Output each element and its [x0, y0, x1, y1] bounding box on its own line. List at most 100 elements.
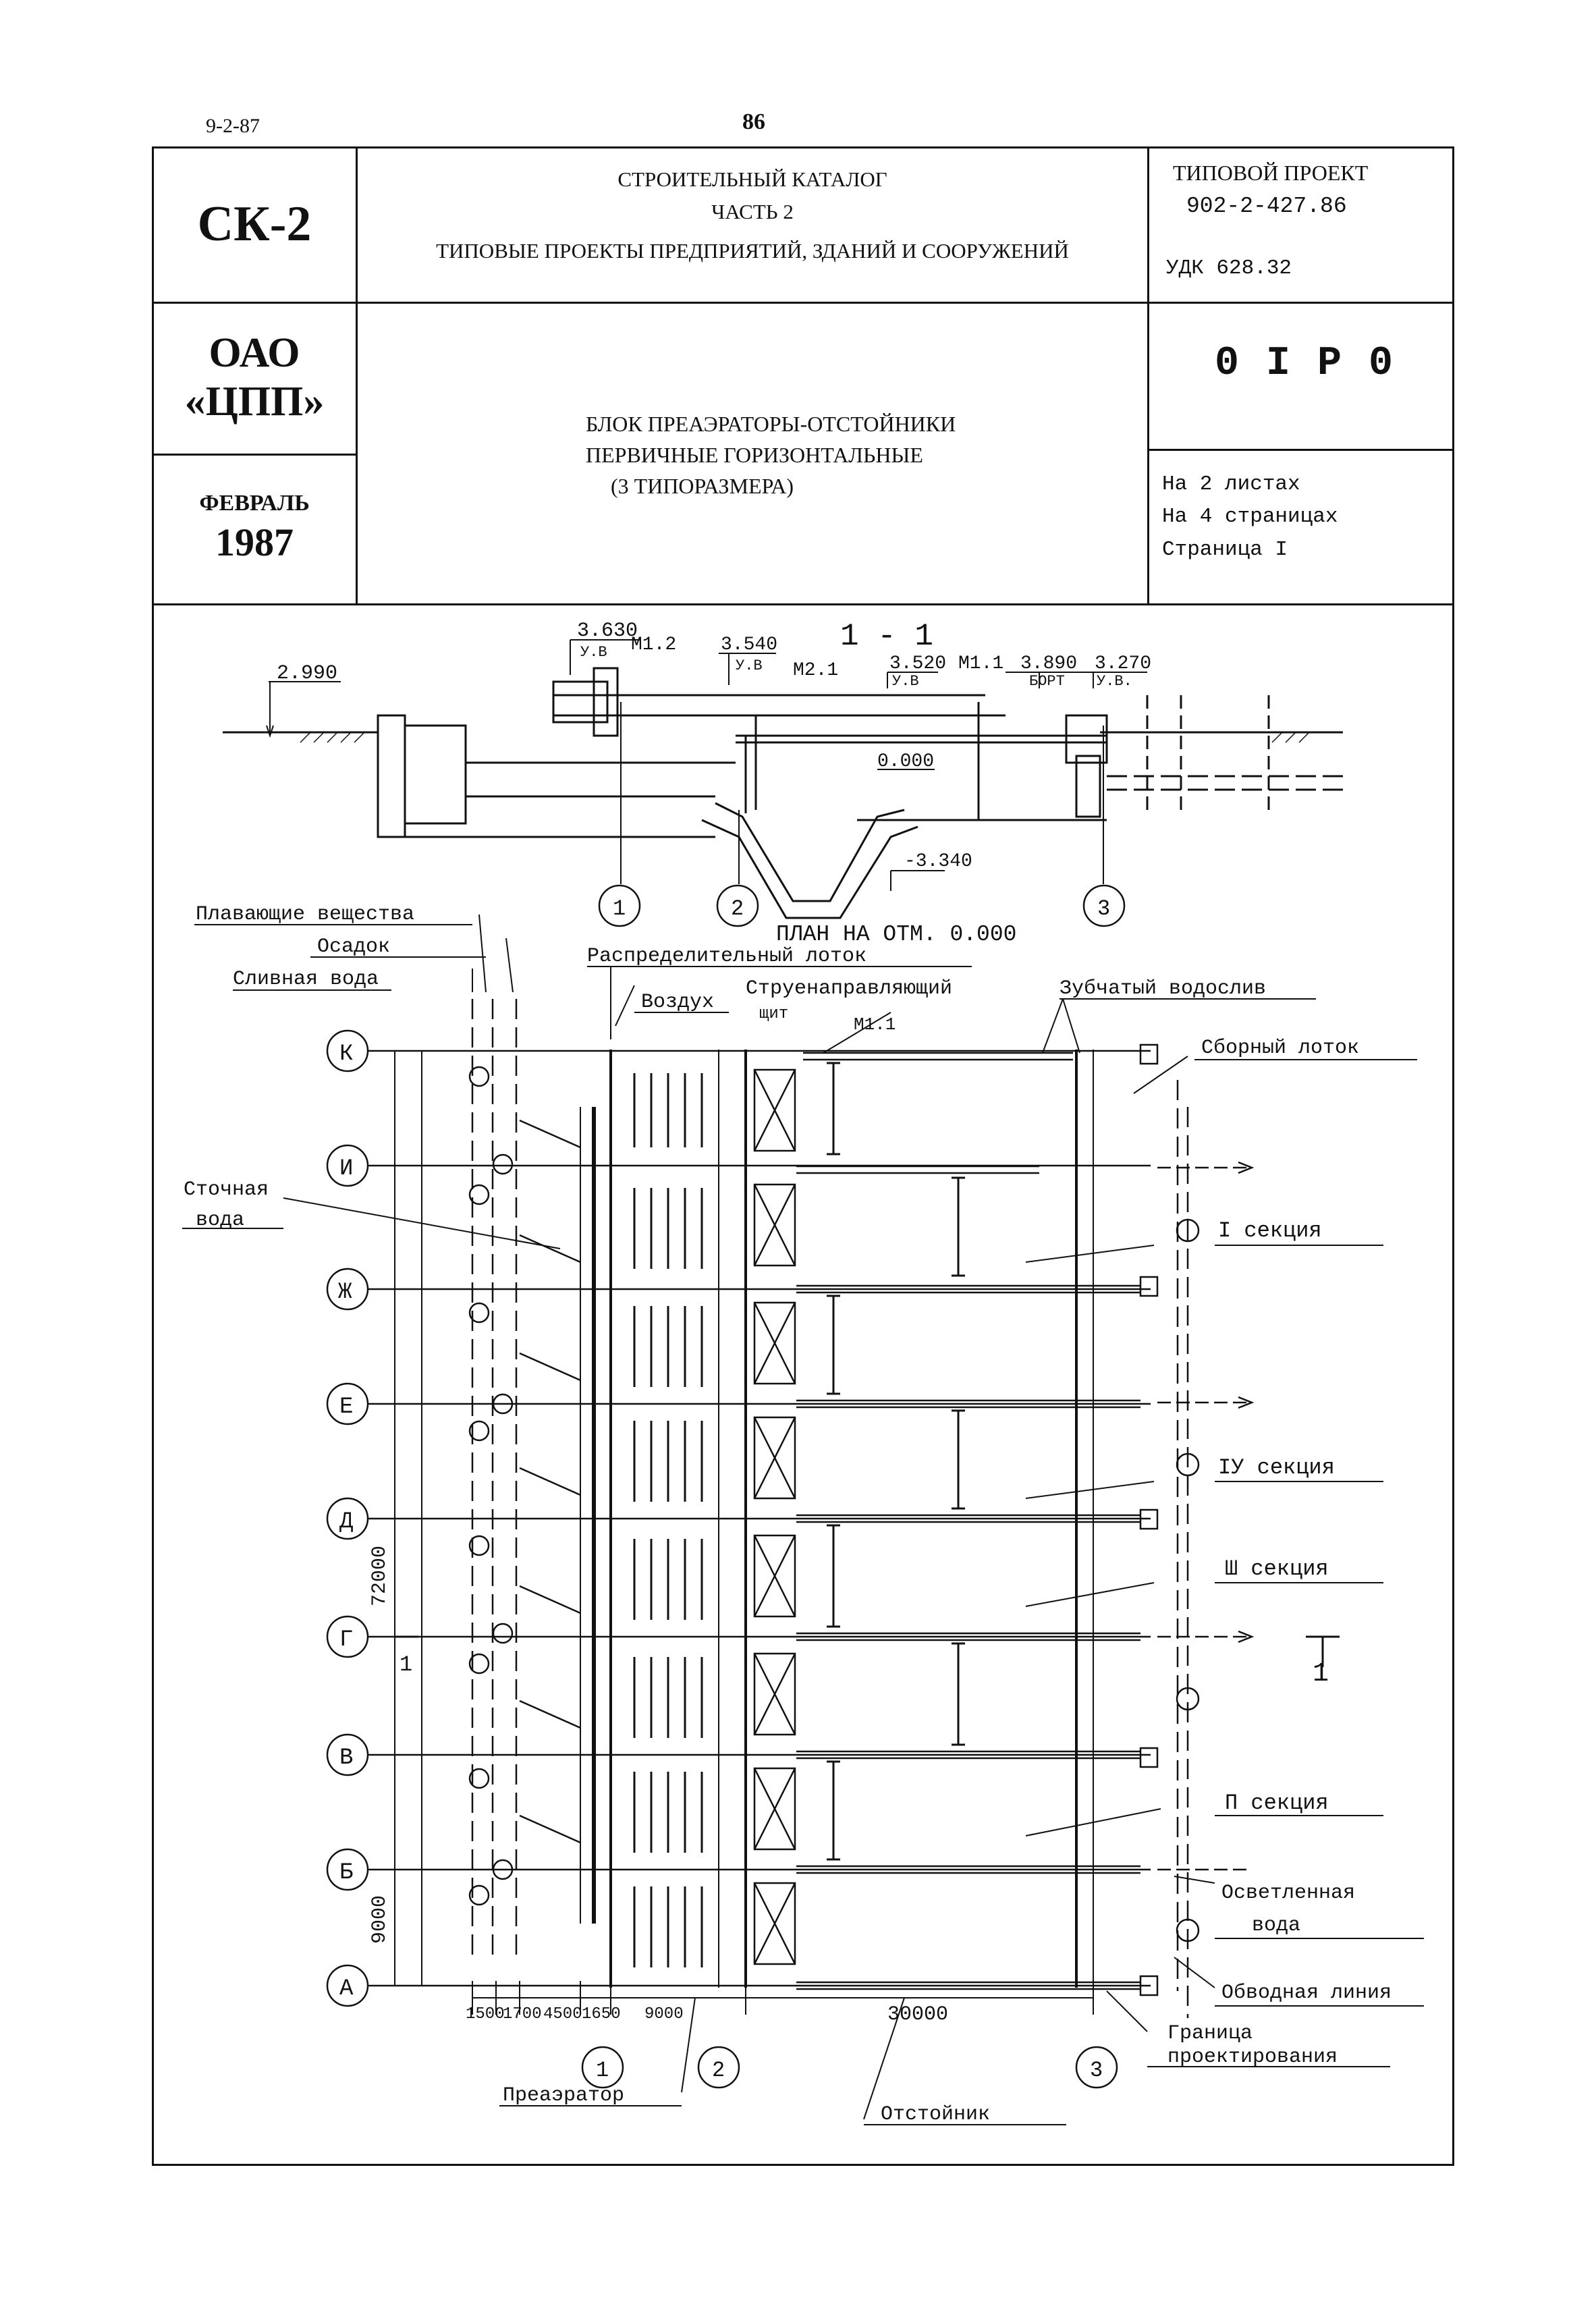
label-clarified-water: Осветленная [1221, 1882, 1355, 1905]
title-block-hline [152, 454, 356, 456]
equipment-mark: М1.1 [854, 1014, 896, 1035]
date-month: ФЕВРАЛЬ [199, 491, 310, 516]
section-mark: 1 [400, 1652, 412, 1677]
callout-number: 2 [731, 896, 744, 921]
title-block-hline [152, 603, 1454, 605]
org-name-line1: ОАО [209, 330, 300, 376]
section-mark: 1 [1313, 1659, 1329, 1689]
elevation-note: У.В. [1097, 673, 1132, 690]
label-guide-shield: щит [759, 1005, 788, 1023]
plan-title: ПЛАН НА ОТМ. 0.000 [776, 922, 1016, 947]
axis-bubble [326, 1848, 369, 1891]
axis-label: Д [339, 1509, 353, 1535]
callout-number: 3 [1097, 896, 1110, 921]
elevation-label: 3.270 [1095, 653, 1151, 674]
callout-number: 3 [1090, 2058, 1103, 2083]
dimension-label: 30000 [887, 2003, 948, 2026]
label-bypass: Обводная линия [1221, 1982, 1392, 2005]
label-section-3: Ш секция [1225, 1556, 1329, 1581]
title-block-hline [1147, 449, 1454, 451]
catalog-title-line1: СТРОИТЕЛЬНЫЙ КАТАЛОГ [617, 167, 887, 191]
callout-1 [598, 884, 641, 927]
elevation-note: У.В [736, 657, 763, 674]
elevation-note: У.В [580, 644, 607, 661]
axis-bubble [326, 1268, 369, 1311]
block-title-line3: (3 ТИПОРАЗМЕРА) [611, 474, 794, 498]
label-clarified-water: вода [1252, 1914, 1300, 1937]
callout-2 [697, 2046, 740, 2089]
axis-label: В [339, 1745, 353, 1771]
axis-bubble [326, 1964, 369, 2007]
axis-label: Г [339, 1627, 353, 1653]
callout-2 [716, 884, 759, 927]
axis-label: И [339, 1156, 353, 1182]
label-waste-water: Сточная [184, 1178, 269, 1201]
catalog-title-line3: ТИПОВЫЕ ПРОЕКТЫ ПРЕДПРИЯТИЙ, ЗДАНИЙ И СО… [436, 239, 1069, 263]
page-number: 86 [742, 109, 765, 134]
label-boundary: Граница [1167, 2022, 1253, 2045]
equipment-mark: М1.2 [631, 634, 676, 655]
title-block-vline [1147, 146, 1149, 604]
plan-view [283, 914, 1340, 2120]
axis-bubble [326, 1615, 369, 1658]
axis-label: А [339, 1976, 354, 2002]
elevation-label: 3.890 [1020, 653, 1077, 674]
axis-bubble [326, 1382, 369, 1425]
elevation-label: 3.520 [889, 653, 946, 674]
block-title-line1: БЛОК ПРЕАЭРАТОРЫ-ОТСТОЙНИКИ [586, 412, 956, 436]
axis-bubble [326, 1497, 369, 1540]
elevation-label: -3.340 [904, 851, 972, 872]
label-distribution-tray: Распределительный лоток [587, 945, 866, 968]
elevation-note: У.В [892, 673, 919, 690]
dimension-label: 1500 [466, 2005, 505, 2023]
elevation-label: 0.000 [877, 751, 934, 772]
callout-number: 2 [712, 2058, 725, 2083]
axis-label: Б [339, 1860, 353, 1886]
dimension-label: 9000 [368, 1895, 391, 1944]
label-settler: Отстойник [881, 2103, 990, 2126]
udk-code: УДК 628.32 [1166, 256, 1292, 280]
callout-1 [581, 2046, 624, 2089]
org-name-line2: «ЦПП» [184, 379, 325, 425]
elevation-label: 3.630 [577, 620, 638, 643]
dimension-label: 1650 [582, 2005, 621, 2023]
section-title: 1 - 1 [840, 619, 933, 654]
axis-label: К [339, 1041, 353, 1067]
axis-bubble [326, 1029, 369, 1072]
page-label: Страница I [1162, 538, 1288, 562]
sheet-count: На 2 листах [1162, 472, 1300, 496]
elevation-note: БОРТ [1029, 673, 1065, 690]
axis-bubble [326, 1144, 369, 1187]
label-drain-water: Сливная вода [233, 968, 379, 991]
date-year: 1987 [215, 520, 294, 564]
label-sediment: Осадок [317, 935, 390, 958]
axis-bubble [326, 1733, 369, 1776]
callout-3 [1082, 884, 1126, 927]
label-waste-water: вода [196, 1209, 244, 1232]
axis-label: Ж [338, 1280, 352, 1305]
project-number: 902-2-427.86 [1186, 194, 1347, 219]
sheet-frame [152, 146, 1454, 2166]
label-preaerator: Преаэратор [503, 2084, 624, 2107]
project-label: ТИПОВОЙ ПРОЕКТ [1173, 161, 1369, 185]
catalog-code: СК-2 [197, 196, 312, 252]
series-code: 9-2-87 [206, 115, 260, 137]
title-block-vline [356, 146, 358, 604]
block-title-line2: ПЕРВИЧНЫЕ ГОРИЗОНТАЛЬНЫЕ [586, 443, 923, 467]
label-floating: Плавающие вещества [196, 903, 414, 926]
label-air: Воздух [641, 991, 714, 1014]
elevation-label: 2.990 [277, 662, 337, 685]
page-count: На 4 страницах [1162, 505, 1338, 528]
equipment-mark: М2.1 [793, 660, 838, 681]
label-guide-shield: Струенаправляющий [746, 977, 952, 1000]
label-collecting-tray: Сборный лоток [1201, 1037, 1359, 1060]
axis-label: Е [339, 1394, 353, 1420]
label-section-1: I секция [1218, 1218, 1322, 1243]
equipment-mark: М1.1 [958, 653, 1003, 674]
section-view [223, 639, 1350, 919]
label-weir: Зубчатый водослив [1060, 977, 1266, 1000]
title-block-hline [152, 302, 1454, 304]
dimension-label: 72000 [368, 1546, 391, 1606]
dimension-label: 9000 [644, 2005, 684, 2023]
